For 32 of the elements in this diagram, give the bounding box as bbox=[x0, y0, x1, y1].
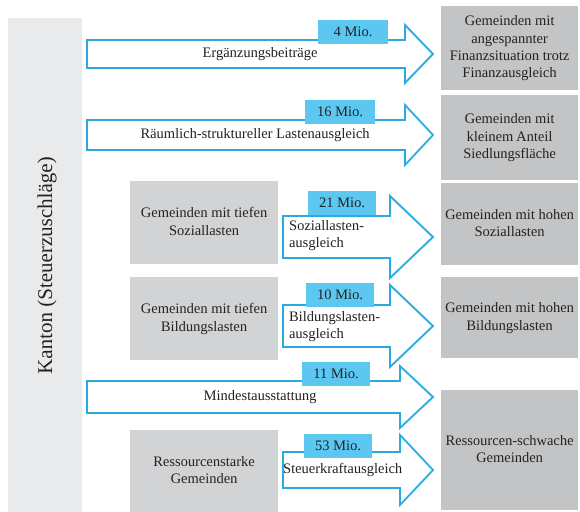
node-text: Ressourcenstarke Gemeinden bbox=[152, 454, 256, 488]
node-text: Gemeinden mit hohen Bildungslasten bbox=[444, 300, 575, 335]
node-text: Gemeinden mit angespannter Finanzsituation trotz Finanzausgleich bbox=[448, 13, 570, 83]
group-box bbox=[441, 277, 578, 358]
group-box bbox=[130, 277, 278, 360]
edge-label: Soziallasten-ausgleich bbox=[289, 218, 365, 253]
group-box bbox=[441, 390, 578, 510]
edge-label: Steuerkraftausgleich bbox=[283, 461, 404, 478]
group-box bbox=[130, 181, 278, 264]
amount-badge: 21 Mio. bbox=[308, 191, 376, 215]
node-text: Kanton (Steuerzuschläge) bbox=[32, 155, 58, 376]
edge-label: Bildungslasten-ausgleich bbox=[289, 309, 382, 344]
edge-label: Räumlich-struktureller Lastenausgleich bbox=[139, 126, 371, 144]
amount-badge: 53 Mio. bbox=[304, 434, 372, 458]
node-text: Gemeinden mit hohen Soziallasten bbox=[444, 206, 575, 242]
group-box bbox=[441, 183, 578, 265]
amount-badge: 11 Mio. bbox=[302, 362, 370, 386]
amount-badge: 10 Mio. bbox=[306, 283, 374, 307]
node-text: Ressourcen-schwache Gemeinden bbox=[444, 432, 575, 468]
edge-label: Mindestausstattung bbox=[202, 388, 318, 406]
amount-badge: 4 Mio. bbox=[318, 20, 388, 44]
node-text: Gemeinden mit kleinem Anteil Siedlungsfläche bbox=[462, 111, 557, 164]
amount-badge: 16 Mio. bbox=[305, 100, 375, 124]
group-box bbox=[441, 6, 578, 90]
block-arrow bbox=[86, 22, 434, 86]
group-box bbox=[130, 430, 278, 512]
block-arrow bbox=[282, 194, 434, 280]
node-text: Gemeinden mit tiefen Soziallasten bbox=[140, 205, 268, 240]
edge-label: Ergänzungsbeiträge bbox=[202, 45, 318, 62]
group-box bbox=[441, 95, 578, 180]
block-arrow bbox=[86, 364, 434, 430]
node-text: Gemeinden mit tiefen Bildungslasten bbox=[140, 301, 268, 336]
